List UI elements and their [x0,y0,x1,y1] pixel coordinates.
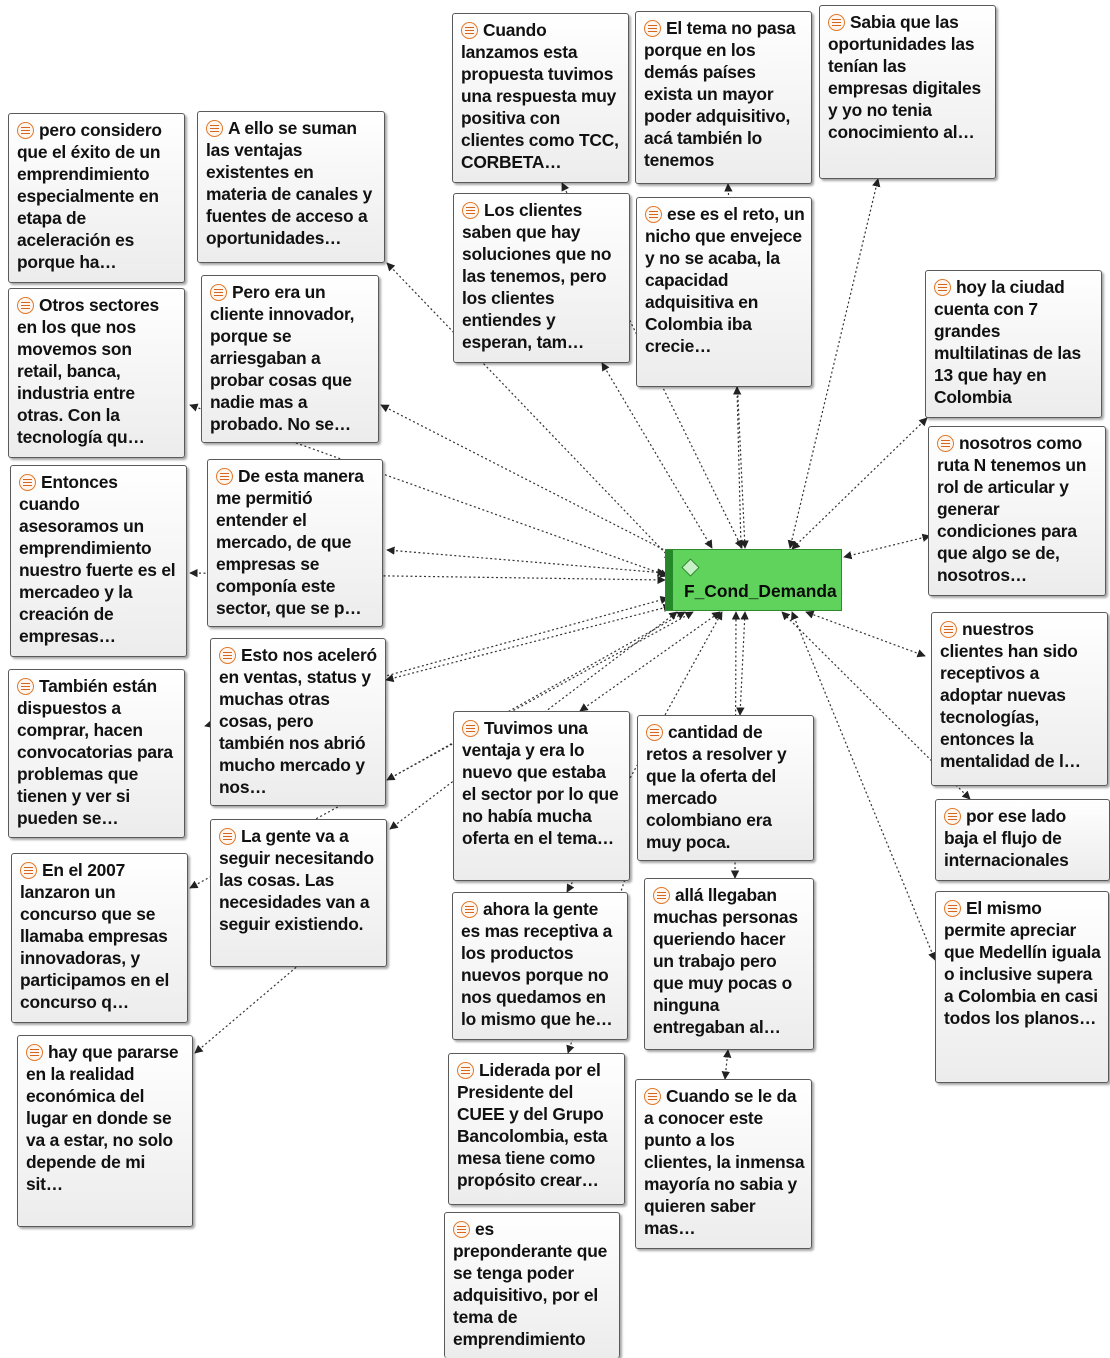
relation-edge [721,1049,732,1080]
quotation-text: pero considero que el éxito de un empren… [17,120,162,272]
quotation-text: La gente va a seguir necesitando las cos… [219,826,374,934]
quotation-text: nuestros clientes han sido receptivos a … [940,619,1081,771]
document-icon [26,1044,43,1061]
document-icon [646,724,663,741]
document-icon [210,284,227,301]
document-icon [17,678,34,695]
quotation-node[interactable]: ese es el reto, un nicho que envejece y … [636,197,812,387]
quotation-text: es preponderante que se tenga poder adqu… [453,1219,608,1349]
quotation-text: Pero era un cliente innovador, porque se… [210,282,355,434]
quotation-text: A ello se suman las ventajas existentes … [206,118,373,248]
document-icon [937,435,954,452]
relation-edge [843,533,931,560]
quotation-text: cantidad de retos a resolver y que la of… [646,722,787,852]
quotation-node[interactable]: ahora la gente es mas receptiva a los pr… [452,892,628,1040]
document-icon [457,1062,474,1079]
document-icon [461,22,478,39]
document-icon [944,808,961,825]
quotation-node[interactable]: es preponderante que se tenga poder adqu… [444,1212,620,1358]
quotation-node[interactable]: hoy la ciudad cuenta con 7 grandes multi… [925,270,1102,418]
document-icon [461,901,478,918]
quotation-text: Los clientes saben que hay soluciones qu… [462,200,612,352]
document-icon [20,862,37,879]
document-icon [645,206,662,223]
quotation-node[interactable]: nosotros como ruta N tenemos un rol de a… [928,426,1106,596]
quotation-node[interactable]: Cuando lanzamos esta propuesta tuvimos u… [452,13,629,183]
quotation-text: Sabia que las oportunidades las tenían l… [828,12,981,142]
quotation-node[interactable]: cantidad de retos a resolver y que la of… [637,715,814,861]
document-icon [644,1088,661,1105]
relation-edge [380,404,681,559]
document-icon [644,20,661,37]
quotation-node[interactable]: La gente va a seguir necesitando las cos… [210,819,387,967]
document-icon [934,279,951,296]
document-icon [17,122,34,139]
quotation-node[interactable]: Tuvimos una ventaja y era lo nuevo que e… [453,711,630,881]
quotation-text: En el 2007 lanzaron un concurso que se l… [20,860,170,1012]
quotation-text: hoy la ciudad cuenta con 7 grandes multi… [934,277,1081,407]
document-icon [462,720,479,737]
relation-edge [732,386,746,549]
quotation-text: hay que pararse en la realidad económica… [26,1042,179,1194]
relation-edge [386,546,666,577]
document-icon [19,474,36,491]
document-icon [462,202,479,219]
quotation-node[interactable]: En el 2007 lanzaron un concurso que se l… [11,853,188,1023]
quotation-text: Tuvimos una ventaja y era lo nuevo que e… [462,718,619,848]
document-icon [653,887,670,904]
quotation-text: Entonces cuando asesoramos un emprendimi… [19,472,176,646]
document-icon [219,647,236,664]
quotation-node[interactable]: Liderada por el Presidente del CUEE y de… [448,1053,625,1205]
quotation-node[interactable]: Pero era un cliente innovador, porque se… [201,275,379,443]
document-icon [219,828,236,845]
quotation-text: nosotros como ruta N tenemos un rol de a… [937,433,1087,585]
document-icon [216,468,233,485]
quotation-node[interactable]: El tema no pasa porque en los demás país… [635,11,812,184]
code-label: F_Cond_Demanda [684,581,837,601]
quotation-node[interactable]: Los clientes saben que hay soluciones qu… [453,193,630,363]
relation-edge [791,417,928,550]
diamond-code-icon [681,558,700,577]
quotation-text: Liderada por el Presidente del CUEE y de… [457,1060,608,1190]
quotation-text: De esta manera me permitió entender el m… [216,466,364,618]
quotation-node[interactable]: Sabia que las oportunidades las tenían l… [819,5,996,179]
quotation-text: por ese lado baja el flujo de internacio… [944,806,1069,870]
quotation-node[interactable]: Esto nos aceleró en ventas, status y muc… [210,638,386,806]
quotation-text: ahora la gente es mas receptiva a los pr… [461,899,613,1029]
quotation-node[interactable]: allá llegaban muchas personas queriendo … [644,878,814,1050]
quotation-text: allá llegaban muchas personas queriendo … [653,885,798,1037]
code-node-f-cond-demanda[interactable]: F_Cond_Demanda [665,549,842,611]
quotation-node[interactable]: pero considero que el éxito de un empren… [8,113,185,283]
quotation-text: Otros sectores en los que nos movemos so… [17,295,159,447]
quotation-node[interactable]: Entonces cuando asesoramos un emprendimi… [10,465,187,657]
quotation-text: Esto nos aceleró en ventas, status y muc… [219,645,377,797]
quotation-text: También están dispuestos a comprar, hace… [17,676,173,828]
relation-edge [805,610,926,658]
relation-edge [736,611,749,716]
document-icon [828,14,845,31]
relation-edge [601,362,713,549]
quotation-node[interactable]: También están dispuestos a comprar, hace… [8,669,185,838]
quotation-text: El tema no pasa porque en los demás país… [644,18,796,170]
quotation-node[interactable]: por ese lado baja el flujo de internacio… [935,799,1110,881]
quotation-node[interactable]: A ello se suman las ventajas existentes … [197,111,385,263]
quotation-text: Cuando se le da a conocer este punto a l… [644,1086,805,1238]
document-icon [944,900,961,917]
quotation-text: ese es el reto, un nicho que envejece y … [645,204,805,356]
document-icon [17,297,34,314]
quotation-text: El mismo permite apreciar que Medellín i… [944,898,1101,1028]
document-icon [940,621,957,638]
quotation-text: Cuando lanzamos esta propuesta tuvimos u… [461,20,619,172]
quotation-node[interactable]: De esta manera me permitió entender el m… [207,459,383,627]
quotation-node[interactable]: nuestros clientes han sido receptivos a … [931,612,1108,786]
document-icon [453,1221,470,1238]
quotation-node[interactable]: hay que pararse en la realidad económica… [17,1035,193,1227]
quotation-node[interactable]: El mismo permite apreciar que Medellín i… [935,891,1109,1083]
quotation-node[interactable]: Cuando se le da a conocer este punto a l… [635,1079,812,1249]
quotation-node[interactable]: Otros sectores en los que nos movemos so… [8,288,185,458]
relation-edge [579,611,721,712]
document-icon [206,120,223,137]
relation-edge [385,603,672,683]
